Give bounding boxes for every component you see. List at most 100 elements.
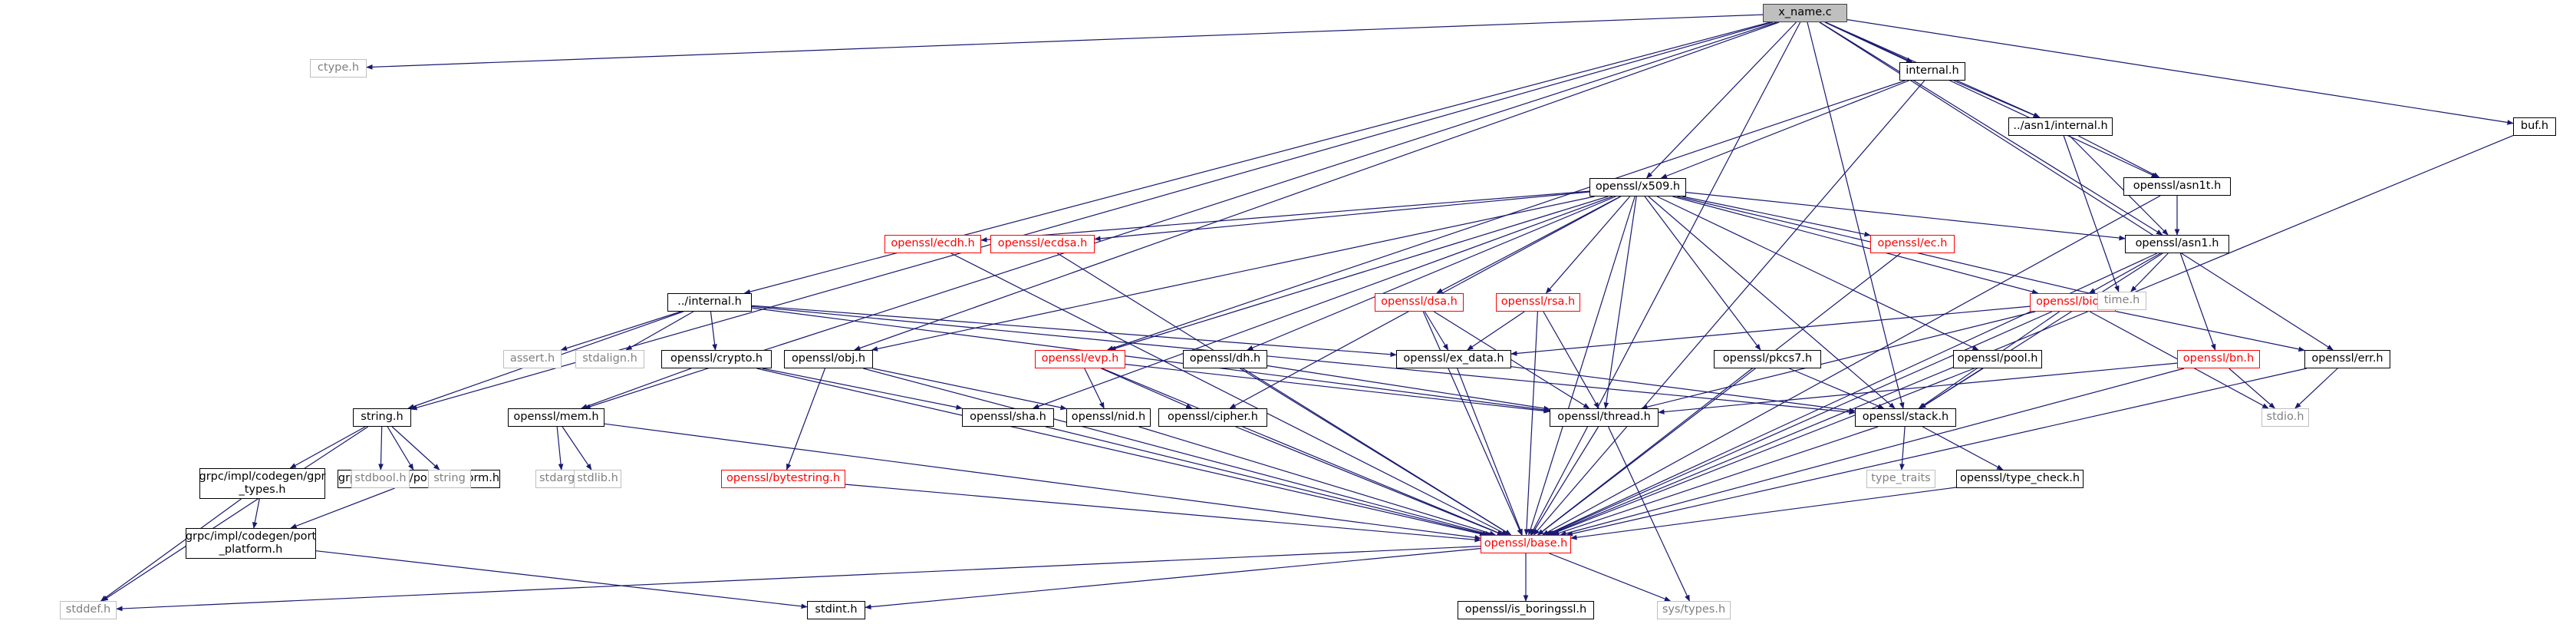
- edge-openssl_dsa_h-to-openssl_thread_h: [1433, 311, 1590, 409]
- edge-grpc_support_port_platform_h-to-grpc_port_platform_h: [290, 487, 395, 529]
- node-openssl-nid-h[interactable]: openssl/nid.h: [1066, 408, 1151, 427]
- node-openssl-dsa-h[interactable]: openssl/dsa.h: [1375, 293, 1464, 312]
- node-openssl-bn-h[interactable]: openssl/bn.h: [2177, 350, 2260, 368]
- node-stdalign-h[interactable]: stdalign.h: [575, 350, 644, 368]
- edge-x_name_c-to-openssl_asn1t_h: [1824, 21, 2158, 178]
- edge-openssl_base_h-to-stdint_h: [865, 548, 1481, 610]
- edge-string_h-to-string: [391, 426, 440, 470]
- edge-openssl_pkcs7_h-to-openssl_base_h: [1537, 368, 1756, 536]
- edge-openssl_stack_h-to-type_traits: [1899, 426, 1906, 470]
- node-openssl-stack-h[interactable]: openssl/stack.h: [1855, 408, 1956, 427]
- edge-openssl_obj_h-to-openssl_bytestring_h: [786, 368, 826, 470]
- edge-openssl_bn_h-to-stdio_h: [2228, 368, 2275, 409]
- edge-openssl_x509_h-to-openssl_ecdh_h: [980, 190, 1590, 243]
- edge-openssl_pool_h-to-openssl_stack_h: [1919, 368, 1984, 409]
- node-openssl-thread-h[interactable]: openssl/thread.h: [1550, 408, 1659, 427]
- edge-x_name_c-to-openssl_x509_h: [1645, 21, 1797, 179]
- node-openssl-x509-h[interactable]: openssl/x509.h: [1589, 178, 1686, 196]
- node-time-h[interactable]: time.h: [2097, 292, 2146, 310]
- edge-internal_h_local-to-openssl_x509_h: [1660, 80, 1909, 179]
- edge-x_name_c-to-openssl_asn1_h: [1819, 21, 2163, 236]
- edge-openssl_bn_h-to-openssl_base_h: [1560, 368, 2185, 537]
- node-openssl-mem-h[interactable]: openssl/mem.h: [508, 408, 604, 427]
- node-openssl-bytestring-h[interactable]: openssl/bytestring.h: [721, 470, 845, 488]
- edge-internal_h_local-to-asn1_internal_h: [1953, 80, 2040, 118]
- node-stdbool-h[interactable]: stdbool.h: [351, 470, 410, 488]
- node-stdint-h[interactable]: stdint.h: [807, 601, 865, 619]
- edge-openssl_rsa_h-to-openssl_ex_data_h: [1467, 311, 1525, 351]
- node-grpc-gpr-types-h[interactable]: grpc/impl/codegen/gpr_types.h: [199, 468, 326, 499]
- edge-openssl_pool_h-to-openssl_base_h: [1548, 368, 1975, 536]
- node-ctype-h[interactable]: ctype.h: [310, 59, 367, 78]
- edge-openssl_dh_h-to-openssl_thread_h: [1267, 365, 1550, 411]
- edge-openssl_evp_h-to-openssl_nid_h: [1084, 368, 1105, 409]
- edge-x_name_c-to-openssl_base_h: [1530, 21, 1801, 536]
- node-openssl-ec-h[interactable]: openssl/ec.h: [1870, 235, 1955, 253]
- edge-internal_h_parent-to-assert_h: [560, 311, 681, 351]
- edge-grpc_types_h-to-stddef_h: [100, 498, 242, 602]
- edge-grpc_port_platform_h-to-stdint_h: [315, 550, 808, 609]
- node-openssl-ex-data-h[interactable]: openssl/ex_data.h: [1396, 350, 1511, 368]
- edge-x_name_c-to-buf_h: [1846, 19, 2514, 125]
- node-openssl-is-boringssl-h[interactable]: openssl/is_boringssl.h: [1458, 601, 1594, 619]
- edge-openssl_base_h-to-sys_types_h: [1549, 553, 1672, 602]
- edge-openssl_x509_h-to-openssl_dh_h: [1247, 196, 1616, 351]
- edge-asn1_internal_h-to-openssl_asn1t_h: [2078, 135, 2160, 178]
- edge-openssl_evp_h-to-openssl_base_h: [1102, 368, 1504, 536]
- node-openssl-pkcs7-h[interactable]: openssl/pkcs7.h: [1714, 350, 1821, 368]
- edge-internal_h_parent-to-openssl_crypto_h: [710, 311, 717, 351]
- node-openssl-err-h[interactable]: openssl/err.h: [2304, 350, 2390, 368]
- node-openssl-ecdsa-h[interactable]: openssl/ecdsa.h: [990, 235, 1095, 253]
- node-openssl-asn1t-h[interactable]: openssl/asn1t.h: [2123, 177, 2231, 196]
- edge-openssl_thread_h-to-sys_types_h: [1608, 426, 1690, 602]
- node-sys-types-h[interactable]: sys/types.h: [1657, 601, 1731, 619]
- edge-openssl_mem_h-to-openssl_base_h: [604, 423, 1481, 540]
- node-string-h[interactable]: string.h: [353, 408, 411, 427]
- node-openssl-rsa-h[interactable]: openssl/rsa.h: [1496, 293, 1580, 312]
- edge-openssl_bio_h-to-openssl_ex_data_h: [1510, 305, 2031, 356]
- node-openssl-sha-h[interactable]: openssl/sha.h: [962, 408, 1054, 427]
- edge-openssl_x509_h-to-openssl_thread_h: [1603, 196, 1637, 409]
- node-asn1-internal-h[interactable]: ../asn1/internal.h: [2008, 117, 2113, 136]
- node-x-name-c[interactable]: x_name.c: [1763, 4, 1847, 22]
- edge-string_h-to-stddef_h: [101, 426, 369, 602]
- node-openssl-cipher-h[interactable]: openssl/cipher.h: [1158, 408, 1267, 427]
- edge-openssl_ecdh_h-to-openssl_base_h: [950, 253, 1509, 536]
- node-openssl-dh-h[interactable]: openssl/dh.h: [1183, 350, 1267, 368]
- node-openssl-asn1-h[interactable]: openssl/asn1.h: [2125, 235, 2229, 253]
- node-stdio-h[interactable]: stdio.h: [2261, 408, 2309, 427]
- node-openssl-crypto-h[interactable]: openssl/crypto.h: [661, 350, 772, 368]
- node-openssl-obj-h[interactable]: openssl/obj.h: [784, 350, 873, 368]
- edge-openssl_dsa_h-to-openssl_ex_data_h: [1424, 311, 1449, 351]
- edge-openssl_crypto_h-to-openssl_mem_h: [581, 368, 692, 409]
- edge-openssl_x509_h-to-openssl_rsa_h: [1545, 196, 1631, 294]
- node-type-traits[interactable]: type_traits: [1866, 470, 1935, 488]
- node-stdlib-h[interactable]: stdlib.h: [574, 470, 621, 488]
- node-openssl-evp-h[interactable]: openssl/evp.h: [1035, 350, 1125, 368]
- edge-openssl_err_h-to-openssl_base_h: [1566, 368, 2307, 537]
- edge-openssl_bio_h-to-openssl_err_h: [2115, 311, 2305, 352]
- edge-openssl_asn1_h-to-time_h: [2130, 253, 2169, 292]
- edge-openssl_err_h-to-stdio_h: [2294, 368, 2338, 409]
- edge-openssl_x509_h-to-openssl_evp_h: [1109, 196, 1609, 351]
- edge-openssl_sha_h-to-openssl_base_h: [1045, 426, 1489, 537]
- node-openssl-pool-h[interactable]: openssl/pool.h: [1953, 350, 2042, 368]
- node-openssl-base-h[interactable]: openssl/base.h: [1481, 535, 1571, 553]
- edge-openssl_x509_h-to-openssl_base_h: [1527, 196, 1636, 536]
- node-grpc-port-platform-h[interactable]: grpc/impl/codegen/port_platform.h: [186, 528, 316, 559]
- edge-string_h-to-stdbool_h: [378, 426, 384, 470]
- edge-openssl_rsa_h-to-openssl_base_h: [1524, 311, 1538, 536]
- node-internal-h-local[interactable]: internal.h: [1899, 62, 1965, 81]
- node-stddef-h[interactable]: stddef.h: [60, 601, 117, 619]
- node-string[interactable]: string: [428, 470, 471, 488]
- node-assert-h[interactable]: assert.h: [503, 350, 562, 368]
- node-buf-h[interactable]: buf.h: [2513, 117, 2556, 136]
- edge-openssl_rsa_h-to-openssl_thread_h: [1543, 311, 1599, 409]
- edge-string_h-to-grpc_support_port_platform_h: [387, 426, 414, 470]
- node-internal-h-parent[interactable]: ../internal.h: [667, 293, 752, 312]
- edge-openssl_x509_h-to-openssl_pool_h: [1656, 196, 1979, 351]
- edge-grpc_types_h-to-grpc_port_platform_h: [252, 498, 260, 529]
- node-openssl-ecdh-h[interactable]: openssl/ecdh.h: [884, 235, 981, 253]
- node-openssl-type-check-h[interactable]: openssl/type_check.h: [1956, 470, 2084, 488]
- edge-openssl_pkcs7_h-to-openssl_stack_h: [1789, 368, 1885, 409]
